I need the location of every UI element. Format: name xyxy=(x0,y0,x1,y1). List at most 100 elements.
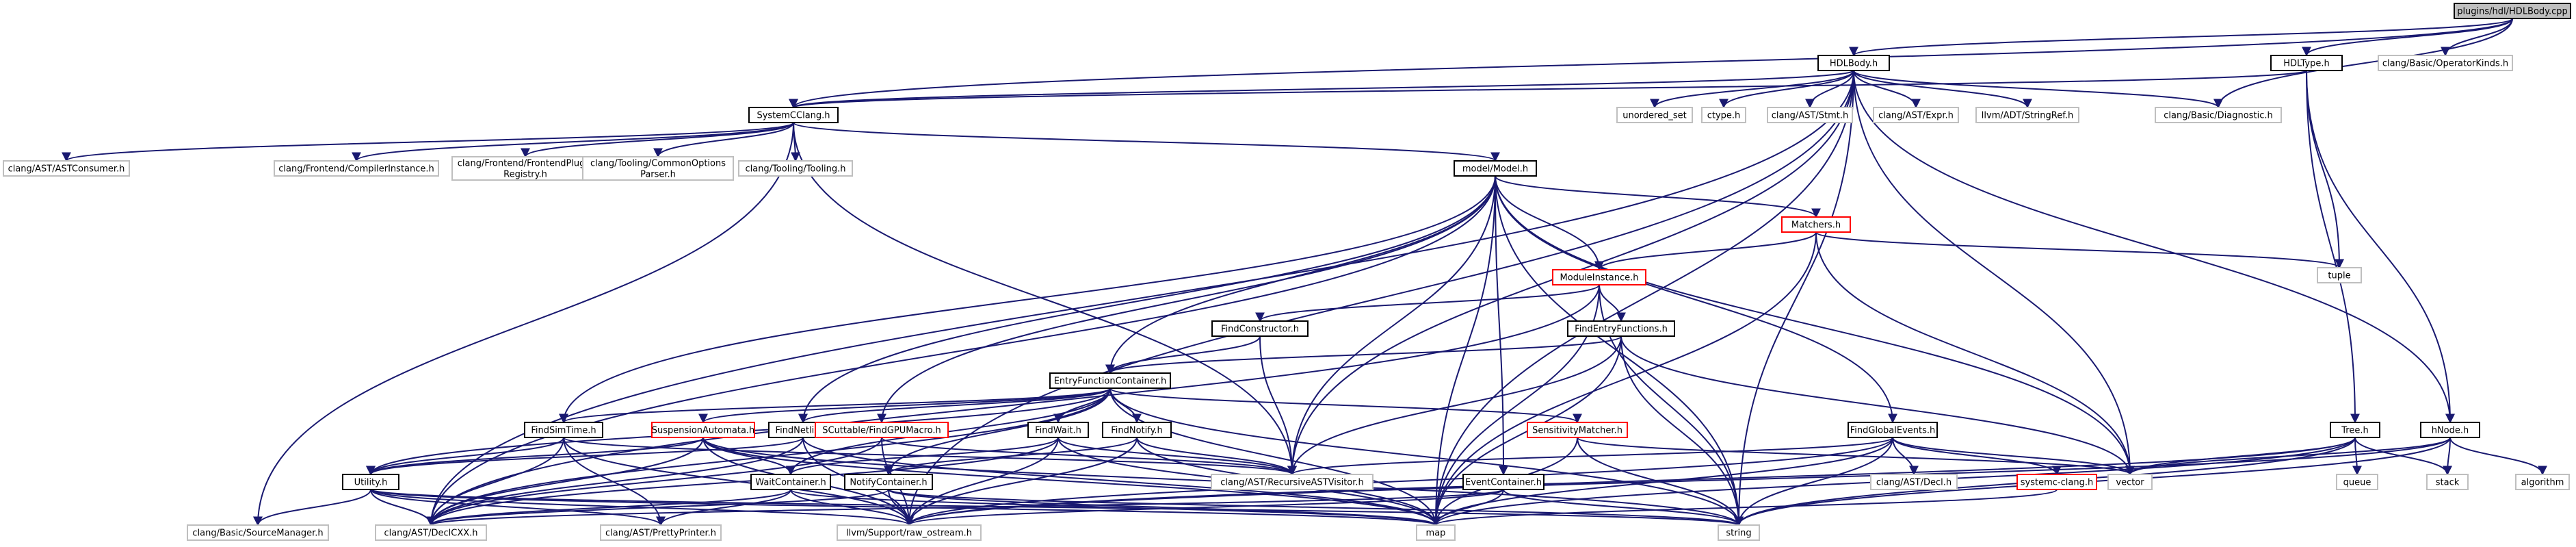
node-declcxx[interactable]: clang/AST/DeclCXX.h xyxy=(375,524,487,541)
edge-model-to-declcxx xyxy=(426,175,1496,526)
node-tree[interactable]: Tree.h xyxy=(2330,422,2380,438)
node-systemcclang[interactable]: SystemCClang.h xyxy=(748,107,839,123)
edge-suspensionautomata-to-map xyxy=(702,437,1441,526)
node-box xyxy=(2155,107,2282,123)
node-unordered_set[interactable]: unordered_set xyxy=(1616,107,1693,123)
node-box xyxy=(375,524,487,541)
node-hnode[interactable]: hNode.h xyxy=(2420,422,2480,438)
edge-hnode-to-stack xyxy=(2443,437,2453,476)
node-label: hNode.h xyxy=(2432,426,2469,436)
node-findwait[interactable]: FindWait.h xyxy=(1027,422,1089,438)
edge-hnode-to-vector xyxy=(2125,437,2451,476)
node-hdltype_h[interactable]: HDLType.h xyxy=(2270,55,2343,71)
edge-matchers-to-tuple xyxy=(1815,231,2344,269)
node-label: EventContainer.h xyxy=(1465,478,1542,488)
edge-waitcontainer-to-prettyprinter xyxy=(656,489,791,526)
node-findglobalevents[interactable]: FindGlobalEvents.h xyxy=(1848,422,1938,438)
edge-eventcontainer-to-raw_ostream xyxy=(904,489,1504,526)
edge-hdlbody_h-to-stringref xyxy=(1853,70,2032,109)
node-label: Tree.h xyxy=(2341,426,2368,436)
node-findconstructor[interactable]: FindConstructor.h xyxy=(1211,320,1309,337)
node-recursiveastvisitor[interactable]: clang/AST/RecursiveASTVisitor.h xyxy=(1211,474,1374,490)
edge-sccuttable-to-declcxx xyxy=(426,437,882,526)
edge-waitcontainer-to-declcxx xyxy=(426,489,791,526)
node-box xyxy=(1616,107,1693,123)
node-expr[interactable]: clang/AST/Expr.h xyxy=(1873,107,1959,123)
edge-systemcclang-to-recursiveastvisitor xyxy=(793,122,1297,476)
edge-matchers-to-moduleinstance xyxy=(1594,231,1817,271)
node-tooling[interactable]: clang/Tooling/Tooling.h xyxy=(738,160,853,177)
node-diagnostic[interactable]: clang/Basic/Diagnostic.h xyxy=(2155,107,2282,123)
node-astconsumer[interactable]: clang/AST/ASTConsumer.h xyxy=(3,160,130,177)
node-eventcontainer[interactable]: EventContainer.h xyxy=(1462,474,1545,490)
node-findentryfunctions[interactable]: FindEntryFunctions.h xyxy=(1567,320,1675,337)
edge-systemcclang-to-compilerinstance xyxy=(352,122,794,162)
edge-model-to-eventcontainer xyxy=(1495,175,1508,476)
node-ctype[interactable]: ctype.h xyxy=(1701,107,1746,123)
edge-waitcontainer-to-raw_ostream xyxy=(790,489,914,526)
node-label: clang/AST/Decl.h xyxy=(1876,478,1951,488)
node-prettyprinter[interactable]: clang/AST/PrettyPrinter.h xyxy=(600,524,722,541)
edge-findentryfunctions-to-vector xyxy=(1620,335,2135,476)
node-box xyxy=(815,422,949,438)
node-algorithm[interactable]: algorithm xyxy=(2515,474,2570,490)
node-label: plugins/hdl/HDLBody.cpp xyxy=(2457,7,2568,17)
node-box xyxy=(1416,524,1456,541)
node-findnotify[interactable]: FindNotify.h xyxy=(1102,422,1172,438)
edge-hdlbody_h-to-declcxx xyxy=(426,70,1854,526)
node-label: clang/Basic/Diagnostic.h xyxy=(2164,111,2272,121)
node-vector[interactable]: vector xyxy=(2107,474,2153,490)
node-box xyxy=(1552,269,1646,285)
node-stringref[interactable]: llvm/ADT/StringRef.h xyxy=(1975,107,2079,123)
node-utility[interactable]: Utility.h xyxy=(342,474,399,490)
edge-findentryfunctions-to-string xyxy=(1620,335,1744,526)
node-notifycontainer[interactable]: NotifyContainer.h xyxy=(844,474,933,490)
edges-layer xyxy=(62,18,2547,526)
node-suspensionautomata[interactable]: SuspensionAutomata.h xyxy=(651,422,755,438)
node-findsimtime[interactable]: FindSimTime.h xyxy=(524,422,603,438)
node-box xyxy=(1873,107,1959,123)
node-box xyxy=(738,160,853,177)
node-moduleinstance[interactable]: ModuleInstance.h xyxy=(1552,269,1646,285)
node-label: clang/AST/ASTConsumer.h xyxy=(8,164,125,175)
edge-entryfunctioncontainer-to-declcxx xyxy=(426,387,1111,526)
edge-utility-to-map xyxy=(370,489,1441,526)
node-decl[interactable]: clang/AST/Decl.h xyxy=(1870,474,1958,490)
node-label: algorithm xyxy=(2521,478,2564,488)
node-operatorkinds[interactable]: clang/Basic/OperatorKinds.h xyxy=(2378,55,2513,71)
edge-moduleinstance-to-findconstructor xyxy=(1255,284,1600,322)
node-box xyxy=(844,474,933,490)
node-compilerinstance[interactable]: clang/Frontend/CompilerInstance.h xyxy=(274,160,439,177)
node-label: FindEntryFunctions.h xyxy=(1575,325,1668,335)
node-waitcontainer[interactable]: WaitContainer.h xyxy=(750,474,831,490)
edge-utility-to-sourcemanager xyxy=(253,489,371,526)
node-hdlbody_h[interactable]: HDLBody.h xyxy=(1817,55,1890,71)
node-tuple[interactable]: tuple xyxy=(2317,267,2362,283)
node-matchers[interactable]: Matchers.h xyxy=(1781,216,1851,233)
node-root[interactable]: plugins/hdl/HDLBody.cpp xyxy=(2454,3,2571,19)
node-systemcclang_h[interactable]: systemc-clang.h xyxy=(2016,474,2097,490)
edge-eventcontainer-to-string xyxy=(1503,489,1744,526)
edge-findwait-to-declcxx xyxy=(426,437,1059,526)
node-map[interactable]: map xyxy=(1416,524,1456,541)
edge-hdlbody_h-to-string xyxy=(1734,70,1854,526)
node-stack[interactable]: stack xyxy=(2426,474,2469,490)
node-sccuttable[interactable]: SCuttable/FindGPUMacro.h xyxy=(815,422,949,438)
edge-hdlbody_h-to-systemcclang xyxy=(789,70,1854,109)
node-queue[interactable]: queue xyxy=(2336,474,2378,490)
node-box xyxy=(1817,55,1890,71)
node-entryfunctioncontainer[interactable]: EntryFunctionContainer.h xyxy=(1049,372,1171,389)
node-string[interactable]: string xyxy=(1718,524,1760,541)
node-model[interactable]: model/Model.h xyxy=(1454,160,1537,177)
edge-findwait-to-recursiveastvisitor xyxy=(1057,437,1297,476)
node-stmt[interactable]: clang/AST/Stmt.h xyxy=(1767,107,1853,123)
node-label: llvm/Support/raw_ostream.h xyxy=(846,529,972,539)
node-box xyxy=(1027,422,1089,438)
node-sensitivitymatcher[interactable]: SensitivityMatcher.h xyxy=(1527,422,1628,438)
node-sourcemanager[interactable]: clang/Basic/SourceManager.h xyxy=(187,524,329,541)
node-raw_ostream[interactable]: llvm/Support/raw_ostream.h xyxy=(837,524,982,541)
node-box xyxy=(1049,372,1171,389)
